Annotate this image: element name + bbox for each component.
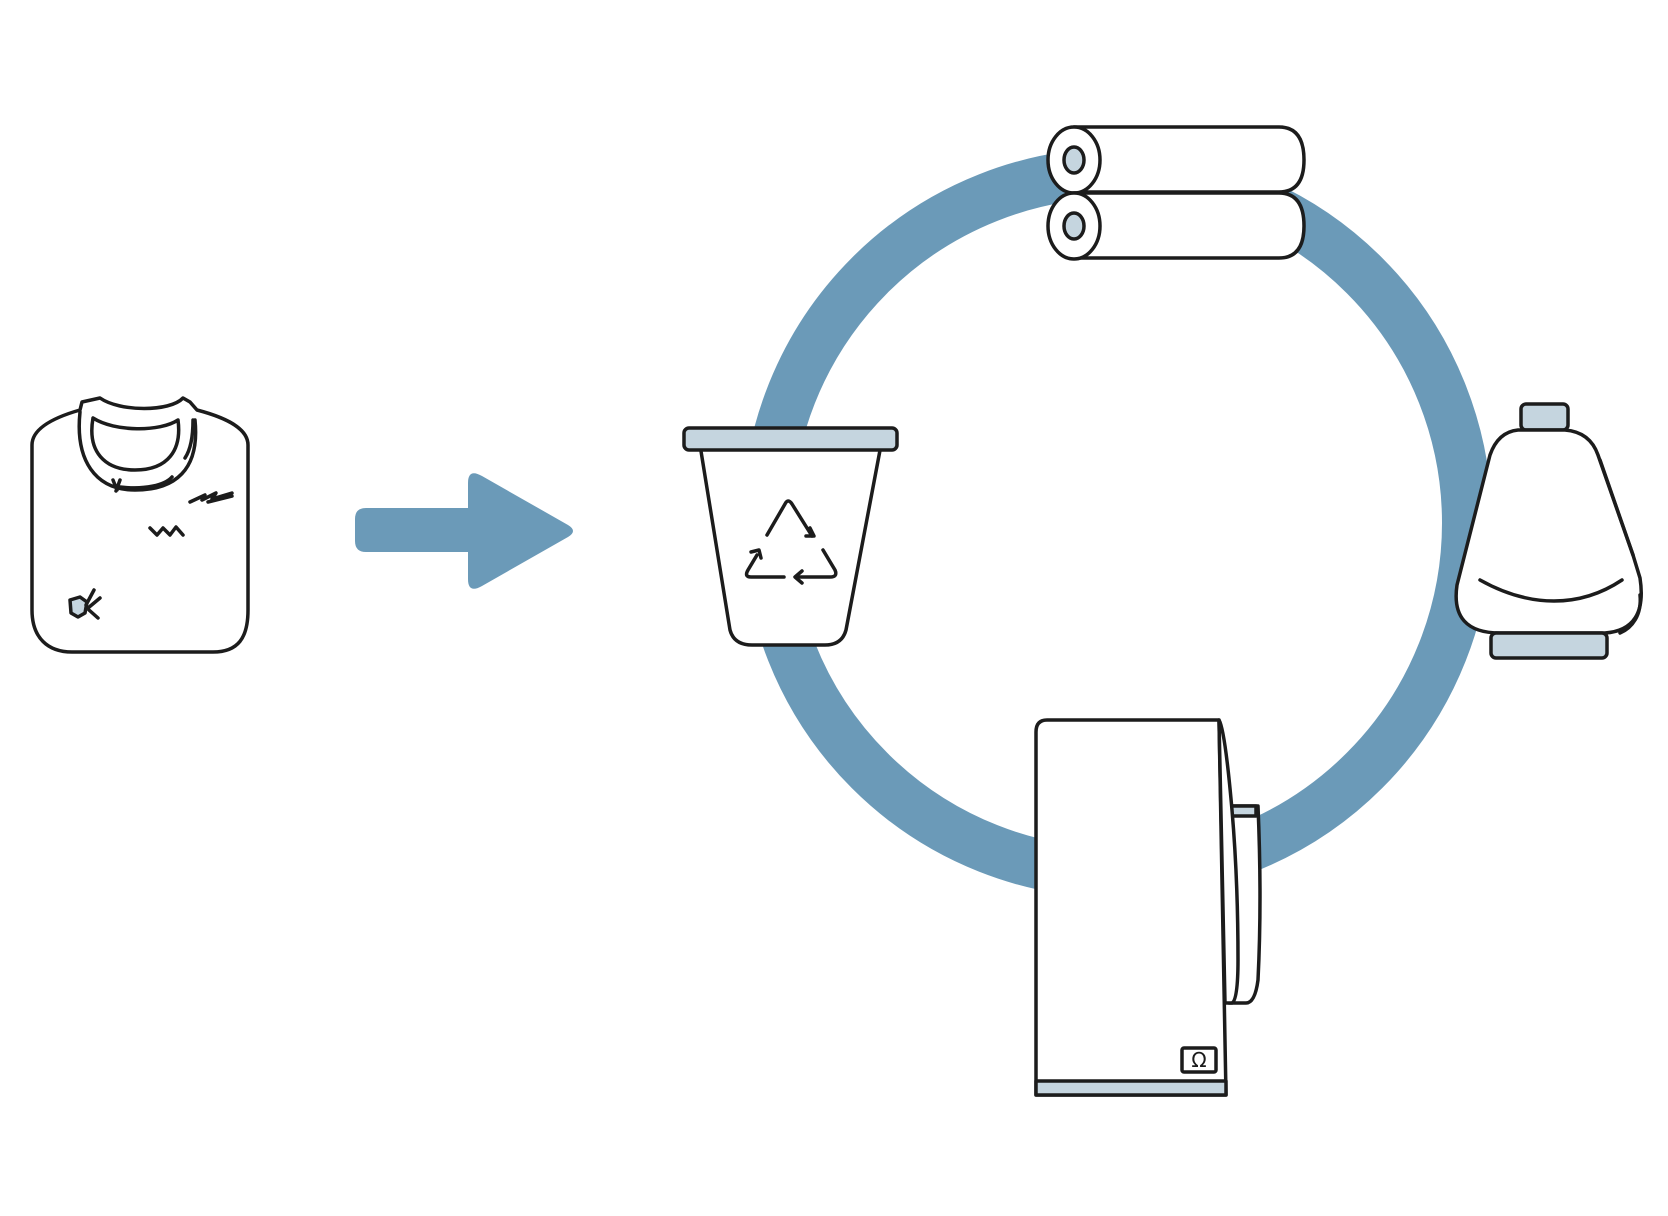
right-arrow-icon bbox=[355, 473, 573, 589]
garment-tag bbox=[1180, 1046, 1218, 1074]
fabric-rolls-icon bbox=[1046, 125, 1306, 261]
recycling-bin-icon bbox=[682, 426, 899, 647]
recycle-symbol-icon bbox=[744, 499, 838, 585]
garment-tag-glyph: Ω bbox=[1191, 1048, 1206, 1072]
worn-tshirt-icon bbox=[30, 396, 250, 654]
yarn-cone-icon bbox=[1454, 402, 1643, 660]
new-garment-icon: Ω bbox=[1034, 718, 1262, 1097]
